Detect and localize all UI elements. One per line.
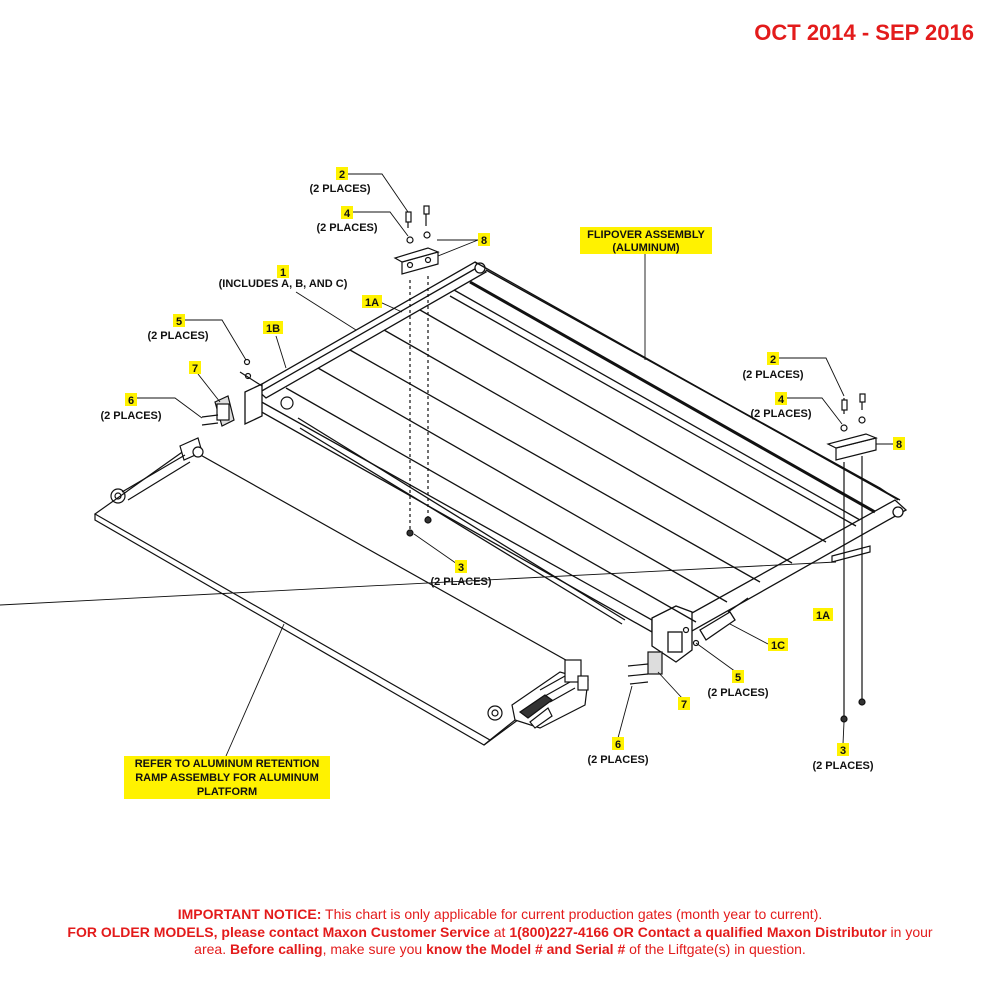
svg-text:(2 PLACES): (2 PLACES): [316, 222, 377, 234]
callout-4-top: 4 (2 PLACES): [316, 206, 378, 234]
callout-1a-top: 1A: [362, 295, 382, 309]
callout-4-right: 4 (2 PLACES): [750, 392, 812, 420]
callout-2-right: 2 (2 PLACES): [742, 352, 804, 381]
svg-text:(2 PLACES): (2 PLACES): [587, 754, 648, 766]
leader-lines: [0, 173, 894, 757]
svg-text:1: 1: [280, 267, 286, 279]
notice-older-models-label: FOR OLDER MODELS, please contact Maxon C…: [67, 923, 490, 940]
svg-text:(ALUMINUM): (ALUMINUM): [612, 242, 680, 254]
callout-6-right: 6 (2 PLACES): [587, 737, 649, 766]
callout-1c: 1C: [768, 638, 788, 652]
svg-text:2: 2: [339, 169, 345, 181]
svg-text:RAMP ASSEMBLY FOR ALUMINUM: RAMP ASSEMBLY FOR ALUMINUM: [135, 772, 319, 784]
svg-text:PLATFORM: PLATFORM: [197, 786, 257, 798]
svg-text:(2 PLACES): (2 PLACES): [742, 369, 803, 381]
svg-text:(2 PLACES): (2 PLACES): [147, 330, 208, 342]
svg-text:REFER TO ALUMINUM RETENTION: REFER TO ALUMINUM RETENTION: [135, 758, 320, 770]
ramp-latch-right: [511, 659, 589, 729]
important-notice: IMPORTANT NOTICE: This chart is only app…: [60, 906, 940, 959]
ramp-hinge-left: [121, 437, 204, 501]
svg-text:(2 PLACES): (2 PLACES): [812, 760, 873, 772]
notice-important-label: IMPORTANT NOTICE:: [177, 906, 322, 922]
callout-7-left: 7: [189, 361, 201, 375]
svg-text:6: 6: [615, 739, 621, 751]
callout-2-top: 2 (2 PLACES): [309, 167, 371, 195]
svg-text:(2 PLACES): (2 PLACES): [750, 408, 811, 420]
notice-phone: 1(800)227-4166 OR Contact a qualified Ma…: [509, 923, 887, 940]
svg-text:5: 5: [176, 316, 182, 328]
notice-area-text: in your area.: [194, 923, 933, 958]
callout-1b: 1B: [263, 321, 283, 335]
callout-flipover-assembly: FLIPOVER ASSEMBLY (ALUMINUM): [580, 227, 712, 254]
svg-text:1C: 1C: [771, 640, 785, 652]
callout-ramp-reference: REFER TO ALUMINUM RETENTION RAMP ASSEMBL…: [124, 756, 330, 799]
notice-make-sure-text: , make sure you: [322, 941, 427, 957]
deck-slats: [285, 280, 876, 623]
svg-text:(2 PLACES): (2 PLACES): [309, 183, 370, 195]
date-range-title: OCT 2014 - SEP 2016: [754, 20, 974, 45]
svg-text:7: 7: [192, 363, 198, 375]
svg-text:2: 2: [770, 354, 776, 366]
svg-text:1A: 1A: [816, 610, 830, 622]
callout-3-right: 3 (2 PLACES): [812, 743, 874, 772]
svg-text:(2 PLACES): (2 PLACES): [430, 576, 491, 588]
svg-text:8: 8: [481, 235, 487, 247]
callout-3-mid: 3 (2 PLACES): [430, 560, 492, 588]
svg-text:7: 7: [681, 699, 687, 711]
notice-model-serial: know the Model # and Serial #: [426, 941, 626, 957]
callout-8-right: 8: [893, 437, 905, 451]
right-end-hardware: [627, 597, 749, 685]
svg-text:8: 8: [896, 439, 902, 451]
svg-text:FLIPOVER ASSEMBLY: FLIPOVER ASSEMBLY: [587, 229, 705, 241]
callout-7-right: 7: [678, 697, 690, 711]
left-end-hardware: [201, 358, 294, 427]
callout-8-top: 8: [478, 233, 490, 247]
svg-text:3: 3: [458, 562, 464, 574]
svg-text:(INCLUDES A, B, AND C): (INCLUDES A, B, AND C): [219, 278, 348, 290]
svg-text:4: 4: [778, 394, 785, 406]
svg-text:(2 PLACES): (2 PLACES): [100, 410, 161, 422]
svg-text:6: 6: [128, 395, 134, 407]
svg-text:1A: 1A: [365, 297, 379, 309]
flipover-outer-panel: [485, 269, 899, 501]
notice-tail-text: of the Liftgate(s) in question.: [625, 941, 806, 957]
callout-1a-right: 1A: [813, 608, 833, 622]
svg-text:5: 5: [735, 672, 741, 684]
callout-5-left: 5 (2 PLACES): [147, 314, 209, 342]
notice-before-calling: Before calling: [229, 941, 323, 957]
right-plate-assembly: [826, 393, 878, 723]
notice-at-text: at: [489, 923, 510, 940]
svg-text:(2 PLACES): (2 PLACES): [707, 687, 768, 699]
svg-text:3: 3: [840, 745, 846, 757]
notice-important-text: This chart is only applicable for curren…: [321, 906, 823, 922]
top-plate-assembly: [393, 205, 440, 537]
svg-text:4: 4: [344, 208, 351, 220]
callout-1: 1 (INCLUDES A, B, AND C): [219, 265, 348, 290]
svg-text:1B: 1B: [266, 323, 280, 335]
callout-6-left: 6 (2 PLACES): [100, 393, 162, 422]
callout-5-right: 5 (2 PLACES): [707, 670, 769, 699]
